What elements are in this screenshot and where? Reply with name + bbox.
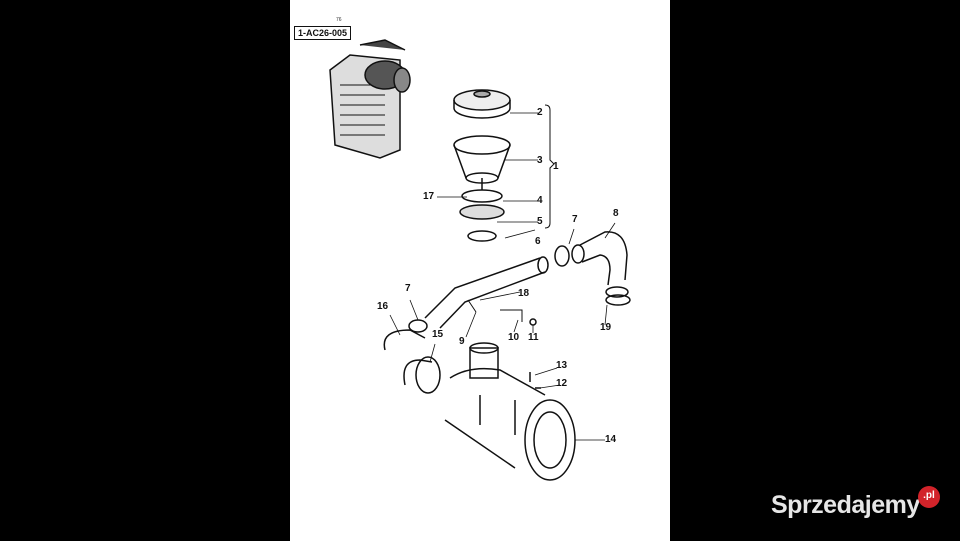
callout-14: 14 <box>605 434 617 445</box>
leader-lines <box>389 112 616 441</box>
part-nut <box>529 318 537 326</box>
part-clamp <box>467 230 497 242</box>
callout-19: 19 <box>600 322 612 333</box>
callout-9: 9 <box>459 336 465 347</box>
callout-18: 18 <box>518 288 530 299</box>
callout-5: 5 <box>537 216 543 227</box>
callout-1: 1 <box>553 161 559 172</box>
part-bowl <box>453 135 511 190</box>
callout-13: 13 <box>556 360 568 371</box>
callout-6: 6 <box>535 236 541 247</box>
drawing-code: 1-AC26-005 <box>294 26 352 40</box>
callout-7: 7 <box>572 214 578 225</box>
part-ring <box>461 189 503 203</box>
callout-15: 15 <box>432 329 444 340</box>
watermark-logo: Sprzedajemy <box>771 491 920 519</box>
part-clamp-7 <box>554 245 570 267</box>
part-clamp-19 <box>605 294 631 306</box>
part-cap <box>453 89 511 119</box>
part-seal <box>459 204 505 220</box>
callout-12: 12 <box>556 378 568 389</box>
part-bolt <box>529 372 541 389</box>
callout-4: 4 <box>537 195 543 206</box>
tractor-thumbnail <box>329 39 411 159</box>
callout-17: 17 <box>423 191 435 202</box>
callout-2: 2 <box>537 107 543 118</box>
part-sensor <box>467 299 523 322</box>
callout-3: 3 <box>537 155 543 166</box>
page-number: 76 <box>336 17 342 23</box>
callout-10: 10 <box>508 332 520 343</box>
callout-8: 8 <box>613 208 619 219</box>
part-elbow <box>571 231 629 298</box>
callout-11: 11 <box>528 332 539 343</box>
part-hose-elbow <box>383 329 441 394</box>
watermark-badge: .pl <box>918 486 940 508</box>
part-intake-pipe <box>424 256 549 329</box>
callout-16: 16 <box>377 301 389 312</box>
callout-7b: 7 <box>405 283 411 294</box>
